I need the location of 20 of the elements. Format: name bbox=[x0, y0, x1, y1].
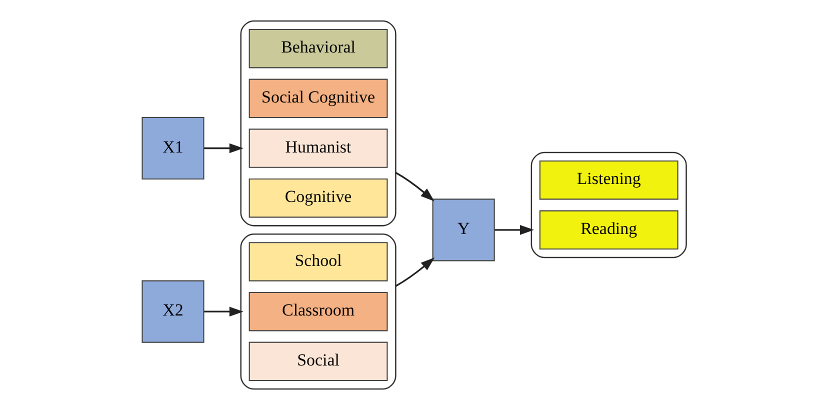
node-box: School bbox=[248, 242, 388, 282]
arrow bbox=[395, 257, 435, 287]
node-box: Cognitive bbox=[248, 178, 388, 218]
node-box: Humanist bbox=[248, 128, 388, 168]
cluster bbox=[530, 152, 687, 258]
node-box: Behavioral bbox=[248, 28, 388, 68]
arrow bbox=[204, 306, 244, 316]
arrow bbox=[204, 143, 244, 154]
node-box: Social Cognitive bbox=[248, 78, 388, 118]
node-box: Y bbox=[432, 198, 495, 262]
cluster bbox=[240, 234, 396, 390]
node-box: Listening bbox=[539, 160, 678, 200]
node-box: X2 bbox=[142, 280, 204, 343]
arrow bbox=[494, 225, 534, 235]
node-box: Reading bbox=[539, 210, 678, 250]
node-box: X1 bbox=[142, 116, 204, 180]
node-box: Social bbox=[248, 342, 388, 382]
arrow bbox=[395, 172, 434, 202]
cluster bbox=[240, 20, 396, 226]
node-box: Classroom bbox=[248, 292, 388, 332]
